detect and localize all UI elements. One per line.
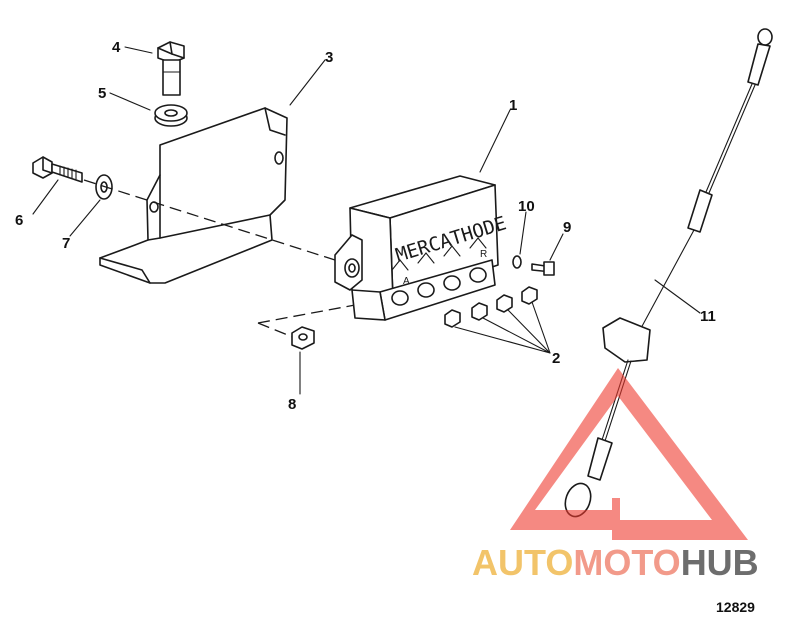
terminal-mark-r: R: [480, 249, 487, 260]
nut-8: [291, 326, 315, 350]
watermark-moto: MOTO: [573, 542, 680, 583]
callout-1: 1: [509, 97, 517, 114]
washer-10: [512, 255, 522, 269]
assembly-line-8a: [257, 304, 356, 324]
callout-11: 11: [700, 308, 716, 325]
watermark-logo: [510, 368, 748, 540]
watermark-hub: HUB: [681, 542, 759, 583]
leader-lines: [32, 46, 701, 395]
callout-3: 3: [325, 49, 333, 66]
callout-6: 6: [15, 212, 23, 229]
watermark-text: AUTOMOTOHUB: [472, 542, 759, 583]
callout-labels: 1 2 3 4 5 6 7 8 9 10 11: [15, 39, 716, 413]
callout-4: 4: [112, 39, 121, 56]
callout-5: 5: [98, 85, 106, 102]
nuts-2: [444, 286, 538, 328]
callout-10: 10: [518, 198, 535, 215]
terminal-mark-a: A: [403, 276, 410, 287]
terminal-posts: [391, 237, 487, 306]
bolt-4: [157, 41, 185, 96]
assembly-line-6: [83, 179, 336, 261]
callout-8: 8: [288, 396, 296, 413]
callout-9: 9: [563, 219, 571, 236]
figure-number: 12829: [716, 599, 755, 615]
screw-9: [531, 261, 555, 276]
screw-6: [32, 156, 83, 183]
washer-5: [154, 104, 188, 127]
callout-7: 7: [62, 235, 70, 252]
mercathode-controller: MERCATHODE A R: [334, 175, 509, 321]
watermark-auto: AUTO: [472, 542, 573, 583]
callout-2: 2: [552, 350, 560, 367]
reference-electrode: [564, 28, 773, 518]
mounting-bracket: [99, 107, 288, 284]
svg-text:AUTOMOTOHUB: AUTOMOTOHUB: [472, 542, 759, 583]
